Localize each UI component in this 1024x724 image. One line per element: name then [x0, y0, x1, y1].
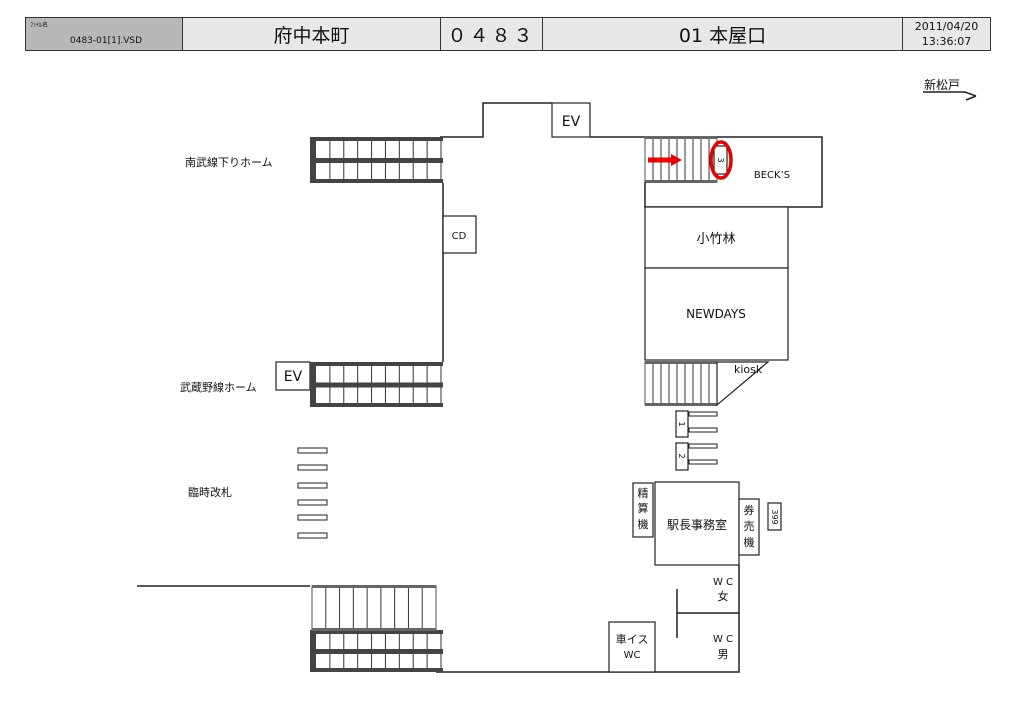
stair-rail [310, 158, 443, 163]
stairs-kiosk [644, 361, 718, 406]
gate-1-label: 1 [677, 421, 686, 426]
stair-outline [644, 361, 718, 406]
nambu-down-platform-label: 南武線下りホーム [185, 155, 273, 169]
exit-name: 01 本屋口 [542, 17, 903, 51]
wheelchair-wc [608, 621, 656, 673]
stair-outline [311, 585, 437, 631]
station-name-text: 府中本町 [273, 24, 350, 47]
newdays-shop [644, 267, 789, 361]
cd-atm [442, 215, 477, 254]
gate-bar [688, 411, 718, 417]
becks-shop [644, 136, 823, 208]
kiosk-shop [716, 361, 770, 407]
wc-partitions [676, 589, 739, 638]
fare-adjust-label-2: 算 [638, 501, 649, 515]
file-name: 0483-01[1].VSD [70, 36, 143, 46]
stair-rail [645, 180, 717, 183]
ticket-machine [738, 498, 760, 556]
red-arrow-head-icon [671, 154, 682, 166]
stair-rail [310, 179, 443, 183]
date-text: 2011/04/20 [914, 20, 979, 33]
gate-bar [688, 443, 718, 449]
fare-adjust-label-3: 機 [638, 517, 649, 531]
stair-rail [310, 630, 443, 634]
musashino-platform-label: 武蔵野線ホーム [180, 380, 257, 394]
cd-label: CD [452, 231, 467, 242]
temporary-gate-bar [297, 464, 328, 471]
stair-rail [310, 403, 443, 407]
kiosk-label: kiosk [734, 363, 763, 376]
becks-label: BECK’S [754, 170, 790, 181]
stair-rail [312, 628, 436, 631]
fare-adjust-label-1: 精 [638, 487, 649, 500]
wheelchair-wc-label-1: 車イス [616, 632, 649, 646]
wall-bottom [436, 565, 740, 673]
stair-rail [310, 362, 443, 366]
gate-1 [675, 410, 689, 438]
wc-men-label: W C [713, 634, 733, 645]
stair-rail [310, 649, 443, 654]
time-text: 13:36:07 [921, 35, 972, 48]
machine-399 [767, 502, 782, 531]
elevator-top [551, 102, 591, 138]
exit-name-text: 01 本屋口 [678, 24, 767, 47]
wc-men-sign: 男 [718, 648, 729, 661]
gate-3 [713, 145, 728, 175]
gate-3-label: 3 [716, 157, 725, 162]
station-code-text: ０４８３ [447, 24, 536, 47]
file-label: ﾌｧｲﾙ名 [30, 22, 49, 29]
stair-rail [310, 137, 443, 141]
file-name-box: ﾌｧｲﾙ名 0483-01[1].VSD [25, 17, 183, 51]
stair-rail [312, 585, 436, 588]
temporary-gate-bar [297, 482, 328, 489]
gate-bar [688, 459, 718, 465]
highlight-circle [709, 140, 733, 180]
temporary-gate-bar [297, 514, 328, 521]
stair-rail [645, 403, 717, 406]
direction-arrow-icon [923, 91, 977, 101]
ticket-machine-label-3: 機 [744, 535, 755, 549]
stairs-musashino [310, 362, 443, 407]
station-office [654, 481, 740, 566]
station-name: 府中本町 [182, 17, 441, 51]
direction-label: 新松戸 [924, 77, 960, 92]
stair-rail [645, 136, 717, 139]
wall-top [440, 102, 645, 138]
kotakebayashi-shop [644, 206, 789, 269]
newdays-label: NEWDAYS [686, 307, 746, 321]
stairs-group [310, 136, 718, 672]
elevator-top-label: EV [562, 114, 581, 130]
kotakebayashi-label: 小竹林 [696, 232, 735, 247]
wc-women-sign: 女 [718, 589, 729, 603]
temporary-gate-bar [297, 447, 328, 454]
station-code: ０４８３ [440, 17, 543, 51]
stairs-bottom-light [311, 585, 437, 631]
gate-2-label: 2 [677, 453, 686, 458]
timestamp: 2011/04/20 13:36:07 [902, 17, 991, 51]
stair-rail [310, 668, 443, 672]
machine-399-label: 399 [770, 509, 779, 524]
gate-2 [675, 442, 689, 471]
ticket-machine-label-1: 券 [744, 503, 755, 517]
temporary-gate-bar [297, 499, 328, 506]
stair-rail [310, 382, 443, 388]
temporary-gate-label: 臨時改札 [188, 485, 232, 499]
wheelchair-wc-label-2: WC [624, 650, 641, 661]
ticket-gates [297, 411, 718, 539]
ticket-machine-label-2: 売 [744, 520, 755, 533]
gate-bar [688, 427, 718, 433]
temporary-gate-bar [297, 532, 328, 539]
wc-women-label: W C [713, 577, 733, 588]
fare-adjustment-machine [632, 482, 654, 538]
stairs-bottom-dark [310, 630, 443, 672]
stair-rail [645, 361, 717, 364]
elevator-left-label: EV [284, 369, 303, 385]
stairs-nambu-down [310, 137, 443, 183]
station-office-label: 駅長事務室 [667, 517, 727, 532]
